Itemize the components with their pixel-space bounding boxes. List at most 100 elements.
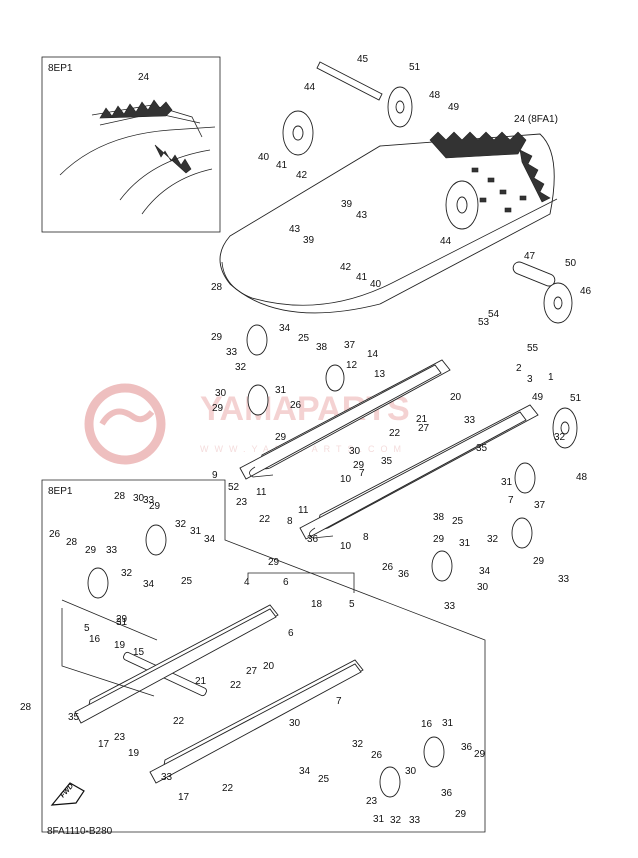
callout-label: 52	[228, 482, 240, 493]
callout-label: 5	[84, 623, 90, 634]
callout-label: 37	[534, 500, 546, 511]
callout-label: 45	[357, 54, 369, 65]
callout-label: 34	[479, 566, 491, 577]
callout-label: 39	[303, 235, 315, 246]
callout-label: 51	[570, 393, 582, 404]
callout-label: 33	[444, 601, 456, 612]
callout-label: 37	[344, 340, 356, 351]
callout-label: 7	[359, 468, 365, 479]
callout-label: 28	[20, 702, 32, 713]
callout-label: 25	[298, 333, 310, 344]
inset-tag: 8EP1	[48, 63, 73, 74]
callout-label: 24	[138, 72, 150, 83]
inset-track-detail: 8EP1	[41, 56, 221, 233]
callout-label: 34	[204, 534, 216, 545]
callout-label: 36	[307, 534, 319, 545]
callout-label: 22	[389, 428, 401, 439]
callout-label: 27	[246, 666, 258, 677]
callout-label: 32	[121, 568, 133, 579]
callout-label: 29	[212, 403, 224, 414]
callout-label: 30	[349, 446, 361, 457]
callout-label: 26	[371, 750, 383, 761]
callout-label: 25	[318, 774, 330, 785]
callout-label: 54	[488, 309, 500, 320]
callout-label: 28	[66, 537, 78, 548]
callout-label: 31	[275, 385, 287, 396]
callout-label: 22	[173, 716, 185, 727]
callout-label: 31	[116, 617, 128, 628]
callout-label: 33	[558, 574, 570, 585]
callout-label: 21	[195, 676, 207, 687]
callout-label: 44	[440, 236, 452, 247]
idler-wheels	[87, 86, 578, 798]
callout-label: 22	[259, 514, 271, 525]
callout-label: 11	[256, 487, 267, 498]
fwd-arrow-icon: FWD	[50, 782, 85, 806]
callout-label: 53	[478, 317, 490, 328]
callout-label: 19	[128, 748, 140, 759]
track-belt	[219, 131, 558, 314]
callout-label: 40	[370, 279, 382, 290]
callout-label: 49	[532, 392, 544, 403]
callout-label: 28	[114, 491, 126, 502]
callout-label: 23	[114, 732, 126, 743]
callout-label: 7	[508, 495, 514, 506]
callout-label: 29	[455, 809, 467, 820]
callout-label: 44	[304, 82, 316, 93]
callout-label: 5	[349, 599, 355, 610]
callout-label: 39	[341, 199, 353, 210]
callout-label: 1	[548, 372, 554, 383]
callout-label: 32	[352, 739, 364, 750]
callout-label: 17	[178, 792, 190, 803]
callout-label: 28	[211, 282, 223, 293]
callout-label: 51	[409, 62, 421, 73]
callout-label: 40	[258, 152, 270, 163]
callout-label: 17	[98, 739, 110, 750]
callout-label: 30	[289, 718, 301, 729]
callout-label: 29	[474, 749, 486, 760]
callout-label: 31	[190, 526, 202, 537]
callout-label: 42	[296, 170, 308, 181]
callout-label: 16	[421, 719, 433, 730]
callout-label: 30	[133, 493, 145, 504]
callout-label: 29	[149, 501, 161, 512]
callout-label: 42	[340, 262, 352, 273]
callout-label: 33	[106, 545, 118, 556]
callout-label: 32	[390, 815, 402, 826]
callout-label: 38	[433, 512, 445, 523]
watermark-logo-icon	[84, 383, 166, 465]
callout-label: 10	[340, 541, 352, 552]
callout-label: 29	[275, 432, 287, 443]
callout-label: 10	[340, 474, 352, 485]
callout-label: 32	[175, 519, 187, 530]
callout-label: 30	[405, 766, 417, 777]
callout-label: 7	[336, 696, 342, 707]
callout-label: 48	[576, 472, 588, 483]
callout-label: 29	[211, 332, 223, 343]
callout-label: 11	[298, 505, 309, 516]
callout-label: 6	[283, 577, 289, 588]
slide-rails	[239, 359, 539, 540]
callout-label: 33	[226, 347, 238, 358]
callout-label: 46	[580, 286, 592, 297]
callout-label: 34	[299, 766, 311, 777]
callout-label: 25	[452, 516, 464, 527]
callout-label: 35	[476, 443, 488, 454]
callout-label: 36	[461, 742, 473, 753]
callout-label: 26	[49, 529, 61, 540]
callout-label: 9	[212, 470, 218, 481]
callout-label: 15	[133, 647, 145, 658]
callout-label: 21	[416, 414, 428, 425]
callout-label: 13	[374, 369, 386, 380]
callout-label: 32	[487, 534, 499, 545]
callout-label: 29	[533, 556, 545, 567]
callout-label: 20	[450, 392, 462, 403]
callout-label: 2	[516, 363, 522, 374]
callout-label: 31	[442, 718, 454, 729]
callout-label: 27	[418, 423, 430, 434]
callout-label: 16	[89, 634, 101, 645]
callout-label: 41	[276, 160, 288, 171]
callout-label: 24 (8FA1)	[514, 114, 558, 125]
callout-label: 33	[464, 415, 476, 426]
